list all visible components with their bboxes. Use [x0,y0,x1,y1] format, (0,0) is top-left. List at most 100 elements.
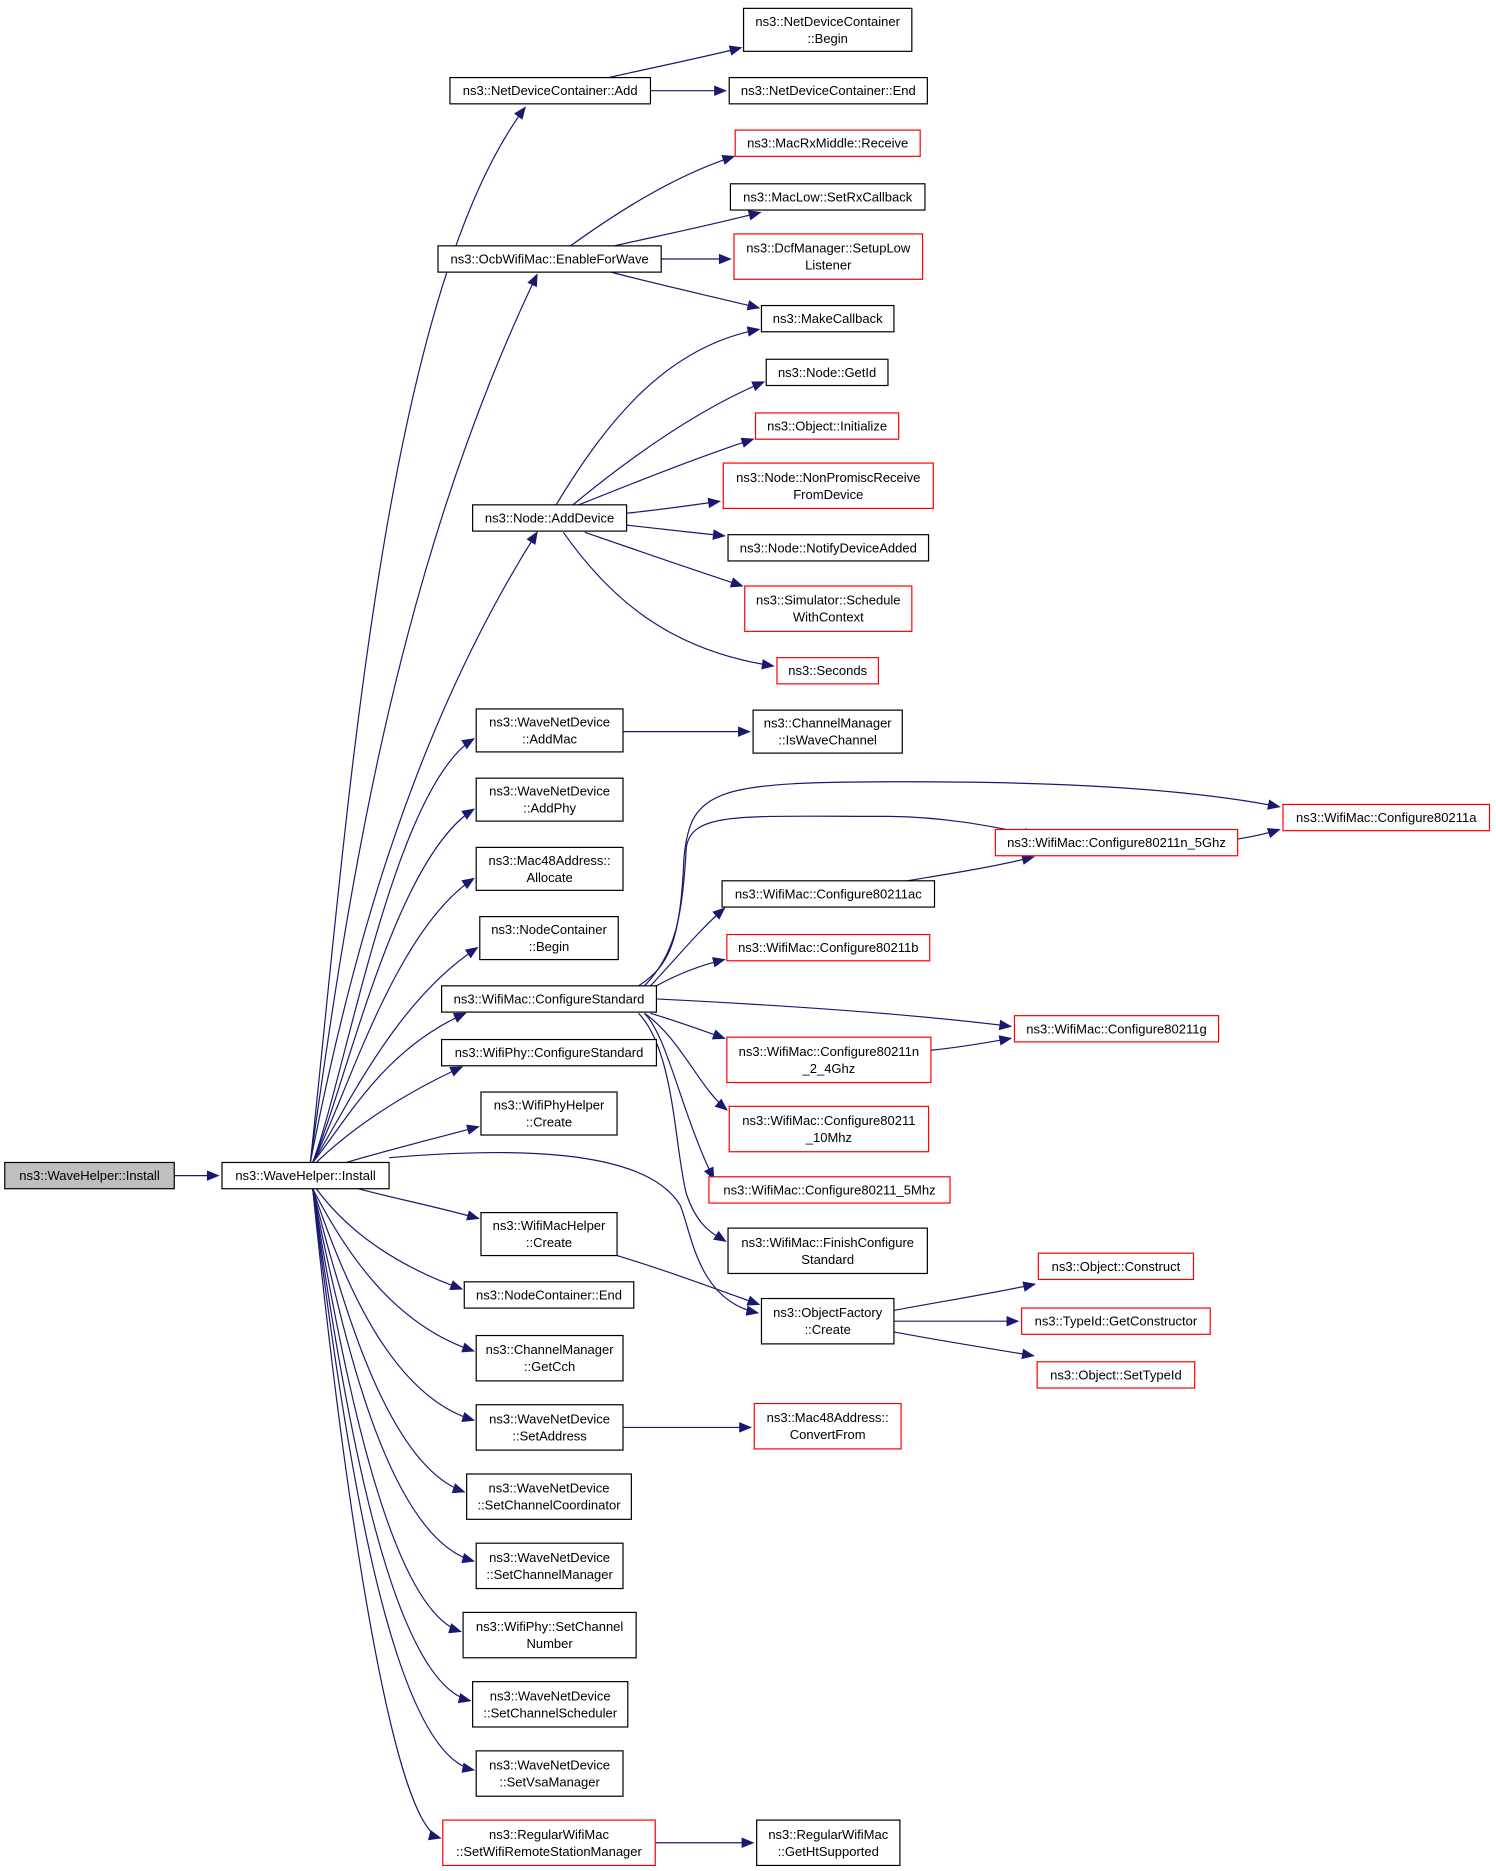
node-macAlloc[interactable]: ns3::Mac48Address::Allocate [475,846,624,891]
node-ncEnd[interactable]: ns3::NodeContainer::End [463,1281,635,1309]
edge-line [345,1126,479,1164]
node-wndAddPhy[interactable]: ns3::WaveNetDevice::AddPhy [475,777,624,822]
edge-ofCreate-to-objConstruct [893,1281,1037,1312]
edge-wndAddMac-to-cmIsWave [623,726,751,737]
node-objConstruct[interactable]: ns3::Object::Construct [1037,1252,1195,1281]
arrowhead [452,1012,467,1023]
node-ndcAdd[interactable]: ns3::NetDeviceContainer::Add [449,76,652,105]
edge-line [315,1066,463,1163]
node-label: ns3::WaveNetDevice [490,1688,611,1703]
node-wndSetVsa[interactable]: ns3::WaveNetDevice::SetVsaManager [475,1750,624,1797]
edge-install-to-ncBegin [312,946,479,1163]
node-label: ns3::WifiMacHelper [493,1218,606,1233]
edge-macHelperCreate-to-ofCreate [616,1254,761,1306]
edge-install-to-phyHelperCreate [345,1124,480,1164]
node-wndAddMac[interactable]: ns3::WaveNetDevice::AddMac [475,708,624,753]
node-wndSetMgr[interactable]: ns3::WaveNetDevice::SetChannelManager [475,1542,624,1590]
node-wndSetCoord[interactable]: ns3::WaveNetDevice::SetChannelCoordinato… [466,1473,632,1520]
arrowhead [1266,828,1281,839]
edge-install-to-ndcAdd [309,106,526,1163]
node-nodeGetId[interactable]: ns3::Node::GetId [765,358,889,387]
node-ocbEnable[interactable]: ns3::OcbWifiMac::EnableForWave [437,245,662,273]
node-wndSetAddr[interactable]: ns3::WaveNetDevice::SetAddress [475,1404,624,1451]
node-phyCfgStd[interactable]: ns3::WifiPhy::ConfigureStandard [440,1038,658,1067]
edge-nodeAddDev-to-simSched [584,531,744,588]
arrowhead [449,1066,464,1077]
edge-line [389,1151,758,1314]
node-cfgG[interactable]: ns3::WifiMac::Configure80211g [1013,1015,1220,1043]
node-macLowSetRx[interactable]: ns3::MacLow::SetRxCallback [729,183,926,211]
node-cfgAc[interactable]: ns3::WifiMac::Configure80211ac [721,880,936,908]
node-cfgB[interactable]: ns3::WifiMac::Configure80211b [726,933,931,962]
node-cmIsWave[interactable]: ns3::ChannelManager::IsWaveChannel [752,709,903,754]
node-box [733,233,924,280]
node-box [475,708,624,753]
arrowhead [461,1553,476,1564]
edge-install-to-wndSetVsa [312,1188,476,1773]
node-ofCreate[interactable]: ns3::ObjectFactory::Create [760,1297,895,1345]
node-box [726,1036,932,1084]
edge-install-to-cmGetCch [312,1188,476,1353]
node-box [729,183,926,211]
node-box [479,916,619,961]
node-seconds[interactable]: ns3::Seconds [776,657,880,685]
node-macHelperCreate[interactable]: ns3::WifiMacHelper::Create [480,1211,618,1257]
node-cfg5mhz[interactable]: ns3::WifiMac::Configure80211_5Mhz [708,1176,951,1204]
node-wndSetSched[interactable]: ns3::WaveNetDevice::SetChannelScheduler [472,1681,629,1728]
node-nodeNotify[interactable]: ns3::Node::NotifyDeviceAdded [727,534,930,562]
node-label: Allocate [526,870,572,885]
node-ndcBegin[interactable]: ns3::NetDeviceContainer::Begin [742,7,913,52]
node-cmGetCch[interactable]: ns3::ChannelManager::GetCch [475,1334,624,1382]
node-cfgStd[interactable]: ns3::WifiMac::ConfigureStandard [440,985,658,1013]
edge-nodeAddDev-to-nodeNotify [626,524,726,540]
node-macRxRecv[interactable]: ns3::MacRxMiddle::Receive [734,129,921,157]
node-install[interactable]: ns3::WaveHelper::Install [221,1161,390,1190]
node-macConvert[interactable]: ns3::Mac48Address::ConvertFrom [753,1402,902,1450]
node-box [744,585,913,632]
node-label: ns3::DcfManager::SetupLow [746,241,911,256]
edge-install-to-nodeAddDev [309,531,538,1163]
node-label: ns3::WaveHelper::Install [235,1168,376,1183]
edge-install-to-rwmSetRsm [312,1188,442,1841]
edge-line [309,107,526,1163]
node-phyHelperCreate[interactable]: ns3::WifiPhyHelper::Create [480,1091,618,1136]
arrowhead [1021,854,1035,865]
node-ndcEnd[interactable]: ns3::NetDeviceContainer::End [728,76,928,105]
arrowhead [448,1623,462,1634]
edge-install-to-cfgStd [312,1012,467,1163]
node-ncBegin[interactable]: ns3::NodeContainer::Begin [479,916,619,961]
node-label: ns3::MakeCallback [773,311,883,326]
node-cfg24[interactable]: ns3::WifiMac::Configure80211n_2_4Ghz [726,1036,932,1084]
node-rwmSetRsm[interactable]: ns3::RegularWifiMac::SetWifiRemoteStatio… [442,1819,656,1867]
edge-install-to-phySetChNum [312,1188,462,1634]
node-objInit[interactable]: ns3::Object::Initialize [754,412,900,440]
node-label: ns3::WifiMac::Configure80211n [739,1044,919,1059]
node-cfg5ghz[interactable]: ns3::WifiMac::Configure80211n_5Ghz [994,828,1239,857]
node-label: ns3::Object::Construct [1052,1259,1181,1274]
node-rwmGetHt[interactable]: ns3::RegularWifiMac::GetHtSupported [756,1819,901,1867]
edge-line [312,1188,474,1771]
edge-line [626,524,725,537]
node-cfg80211a[interactable]: ns3::WifiMac::Configure80211a [1282,803,1491,832]
node-box [475,1750,624,1797]
node-objSetTypeId[interactable]: ns3::Object::SetTypeId [1036,1361,1196,1389]
edge-ofCreate-to-typeIdGetCtor [893,1315,1020,1327]
node-label: Standard [801,1252,854,1267]
edge-install-to-ocbEnable [309,273,538,1163]
node-makeCb[interactable]: ns3::MakeCallback [760,304,895,333]
node-nodeAddDev[interactable]: ns3::Node::AddDevice [472,504,628,532]
edge-cfgAc-to-cfg5ghz [906,854,1035,882]
node-label: ns3::RegularWifiMac [489,1827,609,1842]
arrowhead [741,1837,755,1849]
edge-ocbEnable-to-dcfSetup [661,253,732,265]
node-cfg10[interactable]: ns3::WifiMac::Configure80211_10Mhz [728,1105,930,1153]
edge-line [638,1012,726,1242]
node-typeIdGetCtor[interactable]: ns3::TypeId::GetConstructor [1021,1307,1211,1335]
node-box [475,777,624,822]
node-label: ns3::WaveHelper::Install [19,1168,160,1183]
